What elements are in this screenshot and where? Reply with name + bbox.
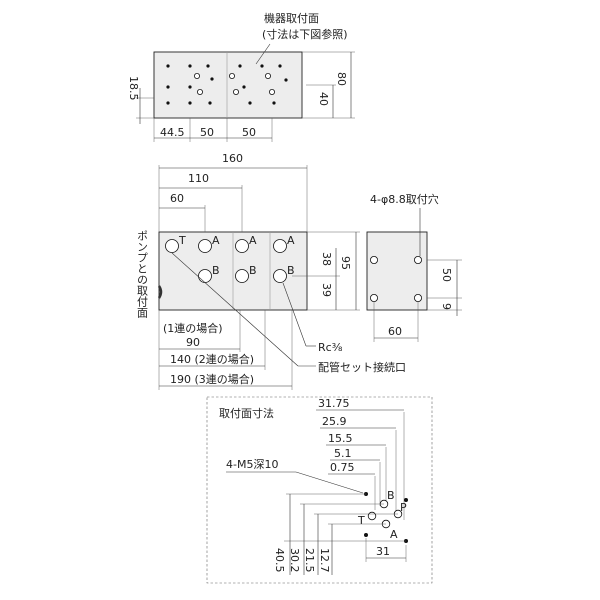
pipe-leader [171, 252, 299, 367]
hole-dot [188, 64, 192, 68]
dim-5-1: 5.1 [334, 447, 352, 460]
top-view-label-leader [255, 43, 271, 65]
side-view: 4-φ8.8取付穴 50 9 60 [366, 192, 462, 342]
rc-leader [282, 282, 307, 347]
dim-60: 60 [170, 192, 184, 205]
hole-dot [166, 85, 170, 89]
port-hole [193, 73, 200, 80]
hole-dot [208, 101, 212, 105]
port-label-A-3: A [287, 234, 295, 247]
hole-dot [188, 85, 192, 89]
hole-dot [248, 101, 252, 105]
dim-110: 110 [188, 172, 209, 185]
mount-port-label-P: P [400, 501, 407, 514]
port-A-1 [198, 239, 212, 253]
port-label-A-1: A [212, 234, 220, 247]
callout-rc: Rc⅜ [318, 341, 343, 354]
dim-31-75: 31.75 [318, 397, 350, 410]
dim-90: 90 [186, 336, 200, 349]
mount-face-title: 取付面寸法 [219, 406, 274, 420]
hole-dot [166, 64, 170, 68]
port-A-3 [273, 239, 287, 253]
dim-190: 190 (3連の場合) [170, 372, 254, 386]
dim-0-75: 0.75 [330, 461, 355, 474]
port-label-B-2: B [249, 264, 257, 277]
port-label-T: T [178, 234, 186, 247]
dim-95: 95 [339, 256, 352, 270]
hole-dot [206, 64, 210, 68]
dim-50-a: 50 [200, 126, 214, 139]
port-B-1 [198, 269, 212, 283]
thread-hole [404, 498, 408, 502]
hole-dot [272, 101, 276, 105]
thread-leader [295, 471, 364, 494]
mount-hole [369, 255, 378, 264]
hole-dot [188, 101, 192, 105]
pump-mount-face-label: ポンプとの取付面 [136, 230, 149, 318]
port-label-B-3: B [287, 264, 295, 277]
dim-12-7: 12.7 [318, 548, 331, 573]
thread-label: 4-M5深10 [226, 458, 278, 471]
mount-port-label-T: T [357, 514, 365, 527]
dim-50-side: 50 [440, 268, 453, 282]
dim-80: 80 [335, 72, 348, 86]
dim-38: 38 [320, 252, 333, 266]
mount-hole [413, 293, 422, 302]
mount-port-label-B: B [387, 489, 395, 502]
dim-30-2: 30.2 [288, 548, 301, 573]
dim-50-b: 50 [242, 126, 256, 139]
dim-160: 160 [222, 152, 243, 165]
top-view-hole-pattern [166, 64, 288, 105]
dim-39: 39 [320, 283, 333, 297]
hole-dot [260, 64, 264, 68]
dim-44-5: 44.5 [160, 126, 185, 139]
port-label-A-2: A [249, 234, 257, 247]
top-view-label-line1: 機器取付面 [264, 11, 319, 25]
dim-140: 140 (2連の場合) [170, 352, 254, 366]
front-view: T A A A B B B 160 110 60 ポンプとの取付面 38 39 … [136, 152, 406, 390]
dim-31: 31 [376, 545, 390, 558]
mount-hole-label: 4-φ8.8取付穴 [370, 192, 439, 206]
top-view-body [153, 51, 303, 119]
port-hole [268, 89, 275, 96]
port-hole [228, 73, 235, 80]
port-A-2 [235, 239, 249, 253]
port-hole [264, 73, 271, 80]
port-hole [196, 89, 203, 96]
port-label-B-1: B [212, 264, 220, 277]
top-view: 機器取付面 (寸法は下図参照) 18.5 40 80 44.5 50 50 [127, 11, 355, 142]
hole-dot [238, 64, 242, 68]
dim-40-5: 40.5 [273, 548, 286, 573]
dim-15-5: 15.5 [328, 432, 353, 445]
dim-60-side: 60 [388, 325, 402, 338]
dim-25-9: 25.9 [322, 415, 347, 428]
dim-18-5: 18.5 [127, 76, 140, 101]
top-view-label-line2: (寸法は下図参照) [262, 27, 348, 41]
port-hole [232, 89, 239, 96]
port-B-2 [235, 269, 249, 283]
mount-face-view: 取付面寸法 31.75 25.9 15.5 5.1 0.75 4-M5深10 B… [206, 396, 433, 584]
mount-port-label-A: A [390, 528, 398, 541]
callout-pipe: 配管セット接続口 [318, 360, 406, 374]
mount-port-T [367, 511, 377, 521]
mount-hole [369, 293, 378, 302]
dim-40: 40 [317, 92, 330, 106]
hole-dot [210, 77, 214, 81]
mount-hole [413, 255, 422, 264]
hole-dot [242, 85, 246, 89]
port-T [165, 239, 179, 253]
dim-9-side: 9 [440, 303, 453, 310]
dim-21-5: 21.5 [303, 548, 316, 573]
hole-dot [284, 78, 288, 82]
dim-note-1unit: (1連の場合) [163, 321, 223, 335]
mount-face-frame [206, 396, 433, 584]
pump-mount-mark [157, 285, 163, 299]
hole-dot [278, 64, 282, 68]
port-B-3 [273, 269, 287, 283]
hole-dot [166, 101, 170, 105]
thread-hole [364, 533, 368, 537]
